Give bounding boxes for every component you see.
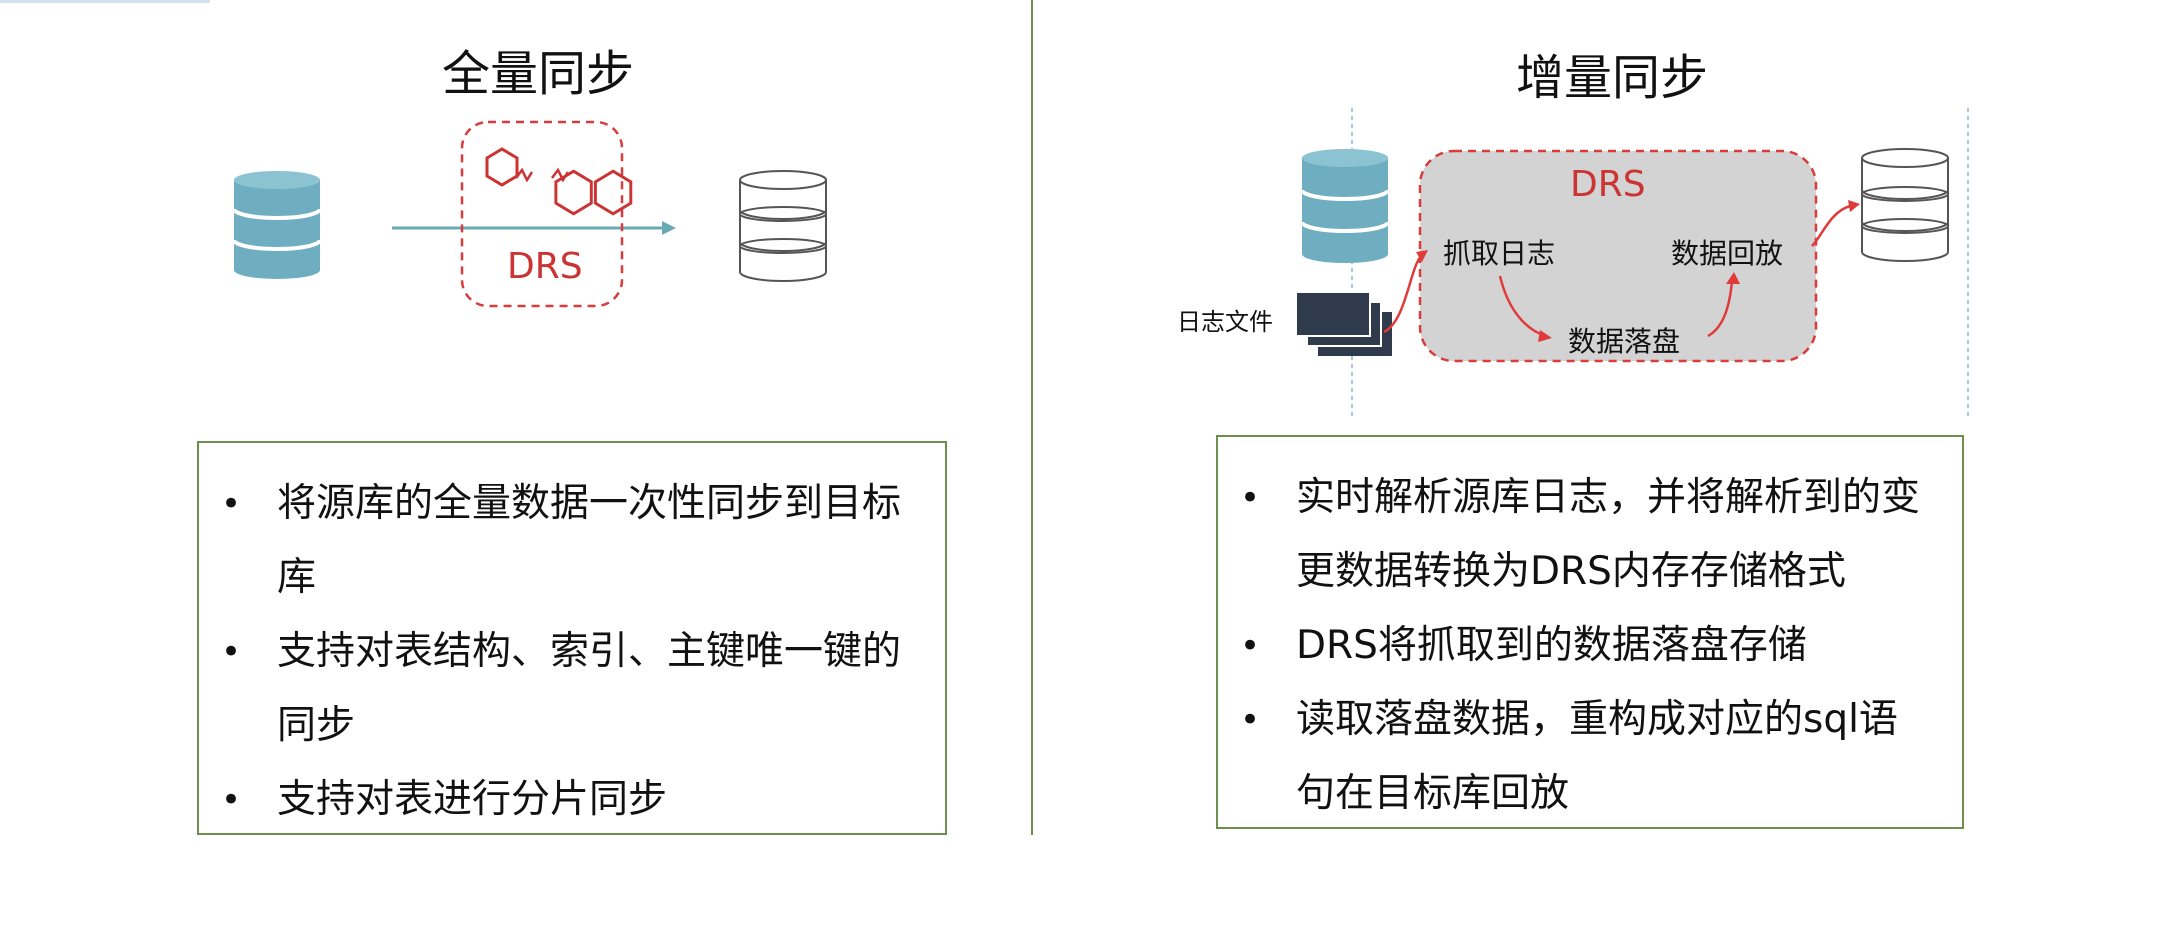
- data-replay-label: 数据回放: [1671, 237, 1784, 270]
- bullet-text: 支持对表结构、索引、主键唯一键的同步: [277, 629, 902, 748]
- full-sync-diagram: [232, 120, 827, 308]
- full-sync-bullet-item: • 支持对表进行分片同步: [221, 763, 905, 837]
- incremental-sync-title: 增量同步: [1515, 50, 1709, 106]
- full-sync-bullet-item: • 支持对表结构、索引、主键唯一键的同步: [221, 615, 905, 763]
- replay-to-target-arrow: [1811, 204, 1851, 247]
- full-sync-bullet-list: • 将源库的全量数据一次性同步到目标库 • 支持对表结构、索引、主键唯一键的同步 •…: [221, 467, 905, 837]
- incremental-sync-bullet-item: • 实时解析源库日志，并将解析到的变更数据转换为DRS内存存储格式: [1240, 461, 1932, 609]
- bullet-dot: •: [221, 780, 242, 820]
- drs-sync-icon: [485, 147, 633, 216]
- full-sync-description-panel: • 将源库的全量数据一次性同步到目标库 • 支持对表结构、索引、主键唯一键的同步 •…: [197, 441, 947, 835]
- data-persist-label: 数据落盘: [1568, 325, 1681, 358]
- bullet-text: DRS将抓取到的数据落盘存储: [1296, 623, 1807, 668]
- incremental-sync-diagram: [1295, 108, 1969, 420]
- bullet-dot: •: [1240, 626, 1261, 666]
- incremental-sync-description-panel: • 实时解析源库日志，并将解析到的变更数据转换为DRS内存存储格式 • DRS将抓取…: [1216, 435, 1964, 829]
- log-file-label: 日志文件: [1177, 308, 1273, 336]
- incremental-sync-bullet-list: • 实时解析源库日志，并将解析到的变更数据转换为DRS内存存储格式 • DRS将抓取…: [1240, 461, 1932, 831]
- bullet-text: 实时解析源库日志，并将解析到的变更数据转换为DRS内存存储格式: [1296, 475, 1921, 594]
- bullet-dot: •: [1240, 700, 1261, 740]
- full-sync-drs-box: [460, 120, 624, 308]
- incremental-sync-bullet-item: • 读取落盘数据，重构成对应的sql语句在目标库回放: [1240, 683, 1932, 831]
- bullet-text: 读取落盘数据，重构成对应的sql语句在目标库回放: [1296, 697, 1898, 816]
- capture-log-label: 抓取日志: [1443, 237, 1556, 270]
- corner-accent-line: [0, 0, 210, 3]
- full-sync-arrow-head: [662, 221, 676, 235]
- bullet-dot: •: [1240, 478, 1261, 518]
- incremental-sync-bullet-item: • DRS将抓取到的数据落盘存储: [1240, 609, 1932, 683]
- bullet-text: 将源库的全量数据一次性同步到目标库: [277, 481, 902, 600]
- incremental-arrow-heads: [1416, 200, 1860, 342]
- bullet-dot: •: [221, 632, 242, 672]
- incremental-drs-label: DRS: [1570, 164, 1646, 205]
- bullet-text: 支持对表进行分片同步: [277, 777, 668, 822]
- bullet-dot: •: [221, 484, 242, 524]
- target-database-icon: [739, 170, 827, 282]
- source-database-icon: [1300, 149, 1390, 263]
- full-sync-bullet-item: • 将源库的全量数据一次性同步到目标库: [221, 467, 905, 615]
- target-database-icon: [1861, 148, 1949, 262]
- full-sync-drs-label: DRS: [507, 246, 583, 287]
- persist-to-replay-arrow: [1707, 281, 1734, 338]
- log-file-icon: [1295, 291, 1392, 356]
- source-database-icon: [232, 171, 322, 279]
- full-sync-title: 全量同步: [441, 46, 635, 102]
